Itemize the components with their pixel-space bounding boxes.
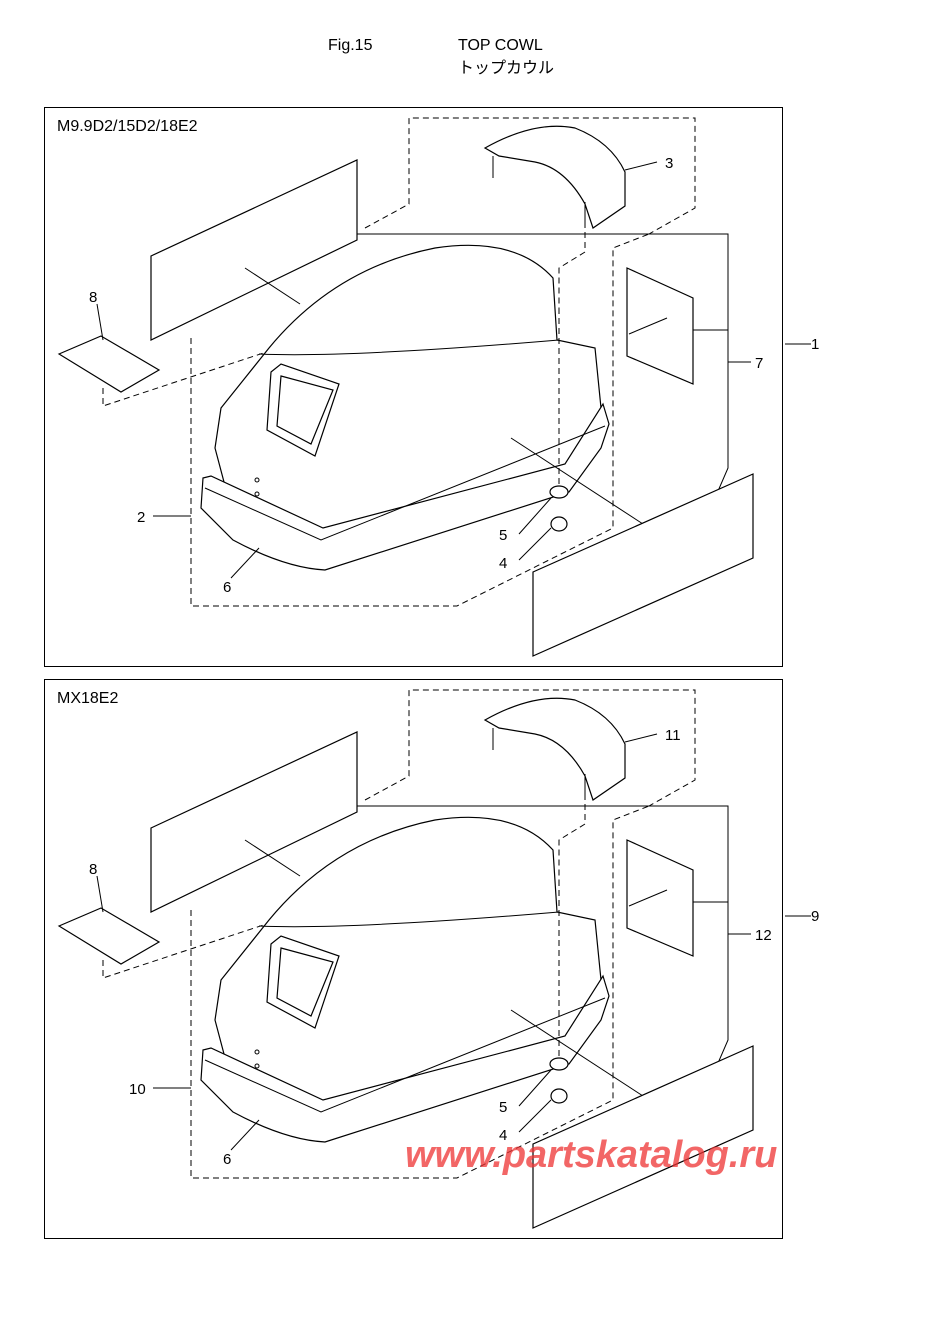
nut-part-4 (550, 1088, 568, 1104)
callout-10: 10 (129, 1081, 146, 1098)
dash-handle-down (558, 222, 586, 308)
cowl-lower-rim (200, 402, 610, 571)
decal-small-8 (57, 335, 161, 393)
leader-8 (96, 875, 104, 913)
decal-large-left (150, 159, 358, 341)
cowl-handle (483, 697, 626, 801)
diagram-panel-standard: M9.9D2/15D2/18E2 (44, 107, 819, 667)
cowl-rim-groove (204, 425, 606, 541)
leader-4 (518, 527, 552, 561)
decal-side-right (626, 839, 694, 957)
cowl-lower-rim (200, 974, 610, 1143)
leader-cowl-body (510, 1009, 644, 1097)
watermark-text: www.partskatalog.ru (405, 1134, 778, 1176)
callout-4: 4 (499, 555, 507, 572)
cowl-rim-groove (204, 997, 606, 1113)
washer-part-5 (549, 485, 569, 499)
exploded-view-diagram: 11 8 9 12 10 5 4 6 (57, 689, 819, 1229)
callout-9: 9 (811, 908, 819, 925)
assembly-dash-lower (190, 233, 650, 607)
leader-5 (518, 497, 552, 535)
leader-4 (518, 1099, 552, 1133)
callout-1: 1 (811, 336, 819, 353)
callout-3: 3 (665, 155, 673, 172)
callout-11: 11 (665, 727, 681, 744)
assembly-dash-upper (364, 689, 696, 807)
leader-decal-left (244, 839, 301, 877)
cowl-top-ridge (258, 339, 560, 356)
callout-12: 12 (755, 927, 772, 944)
dash-handle-down (558, 794, 586, 880)
callout-8: 8 (89, 289, 97, 306)
figure-title-english: TOP COWL (458, 37, 543, 54)
callout-8: 8 (89, 861, 97, 878)
callout-7: 7 (755, 355, 763, 372)
assembly-dash-upper (364, 117, 696, 235)
panel-model-label: MX18E2 (57, 690, 119, 707)
leader-decal-side (628, 889, 668, 907)
callout-4: 4 (499, 1127, 507, 1144)
decal-side-right (626, 267, 694, 385)
callout-2: 2 (137, 509, 145, 526)
cowl-hole-upper (254, 1049, 260, 1055)
leader-6 (230, 1119, 260, 1151)
callout-6: 6 (223, 1151, 231, 1168)
leader-11 (624, 733, 658, 743)
leader-8 (96, 303, 104, 341)
cowl-handle (483, 125, 626, 229)
exploded-view-diagram: 3 8 1 7 2 5 4 6 (57, 117, 819, 657)
decal-large-left (150, 731, 358, 913)
figure-title-japanese: トップカウル (458, 58, 555, 77)
cowl-hole-upper (254, 477, 260, 483)
leader-3 (624, 161, 658, 171)
assembly-bracket-9 (357, 805, 729, 1071)
cowl-hole-lower (254, 491, 260, 497)
leader-decal-side (628, 317, 668, 335)
figure-number: Fig.15 (328, 37, 373, 54)
assembly-dash-lower (190, 805, 650, 1179)
leader-cowl-body (510, 437, 644, 525)
leader-5 (518, 1069, 552, 1107)
diagram-panel-mx: MX18E2 11 (44, 679, 819, 1239)
callout-5: 5 (499, 1099, 507, 1116)
decal-large-bottom (532, 473, 754, 657)
cowl-hole-lower (254, 1063, 260, 1069)
callout-5: 5 (499, 527, 507, 544)
washer-part-5 (549, 1057, 569, 1071)
nut-part-4 (550, 516, 568, 532)
leader-decal-left (244, 267, 301, 305)
assembly-bracket-1 (357, 233, 729, 499)
decal-small-8 (57, 907, 161, 965)
decal-large-bottom (532, 1045, 754, 1229)
cowl-intake-inner (276, 375, 334, 445)
callout-6: 6 (223, 579, 231, 596)
leader-6 (230, 547, 260, 579)
cowl-top-ridge (258, 911, 560, 928)
panel-model-label: M9.9D2/15D2/18E2 (57, 118, 198, 135)
cowl-intake-inner (276, 947, 334, 1017)
